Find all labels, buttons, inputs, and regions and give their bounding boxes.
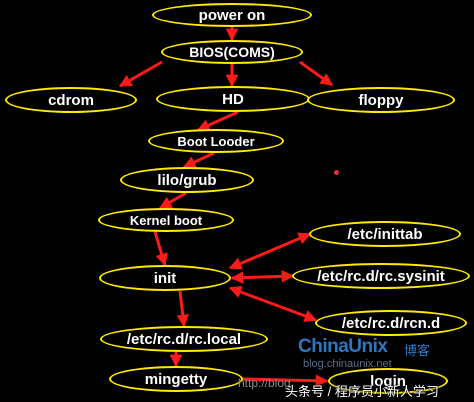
- edge-bios-to-floppy: [299, 60, 334, 87]
- node-kernel-boot: Kernel boot: [98, 208, 234, 232]
- node-floppy: floppy: [307, 87, 455, 113]
- watermark-url: http://blog.: [238, 376, 295, 390]
- node-boot-loader: Boot Looder: [148, 129, 284, 153]
- edge-kernel-boot-to-init: [153, 231, 168, 267]
- edge-init-to-inittab: [228, 232, 312, 270]
- node-rc-sysinit: /etc/rc.d/rc.sysinit: [292, 263, 470, 289]
- node-bios: BIOS(COMS): [161, 40, 303, 64]
- watermark-brand-cn: 博客: [404, 343, 431, 358]
- stray-dot: [334, 170, 339, 175]
- edge-mingetty-to-login: [242, 374, 329, 388]
- node-lilo-grub: lilo/grub: [120, 167, 254, 193]
- node-cdrom: cdrom: [5, 87, 137, 113]
- node-inittab: /etc/inittab: [309, 221, 461, 247]
- node-rcn-d: /etc/rc.d/rcn.d: [315, 310, 467, 336]
- edge-lilo-grub-to-kernel-boot: [158, 191, 187, 210]
- node-hd: HD: [156, 86, 310, 112]
- watermark-blog: blog.chinaunix.net: [303, 358, 392, 370]
- edge-boot-loader-to-lilo-grub: [182, 151, 215, 169]
- watermark-brand: ChinaUnix: [298, 336, 388, 357]
- node-rc-local: /etc/rc.d/rc.local: [100, 326, 268, 352]
- edge-hd-to-boot-loader: [196, 110, 239, 132]
- edge-init-to-rc-local: [176, 290, 189, 328]
- edge-init-to-rc-sysinit: [230, 270, 295, 284]
- node-login: login: [328, 368, 448, 394]
- watermark-credit: 头条号 / 程序员小新人学习: [285, 384, 439, 399]
- node-mingetty: mingetty: [109, 366, 243, 392]
- node-init: init: [99, 265, 231, 291]
- edge-init-to-rcn-d: [228, 286, 318, 322]
- node-power-on: power on: [152, 3, 312, 27]
- edge-bios-to-cdrom: [118, 60, 163, 88]
